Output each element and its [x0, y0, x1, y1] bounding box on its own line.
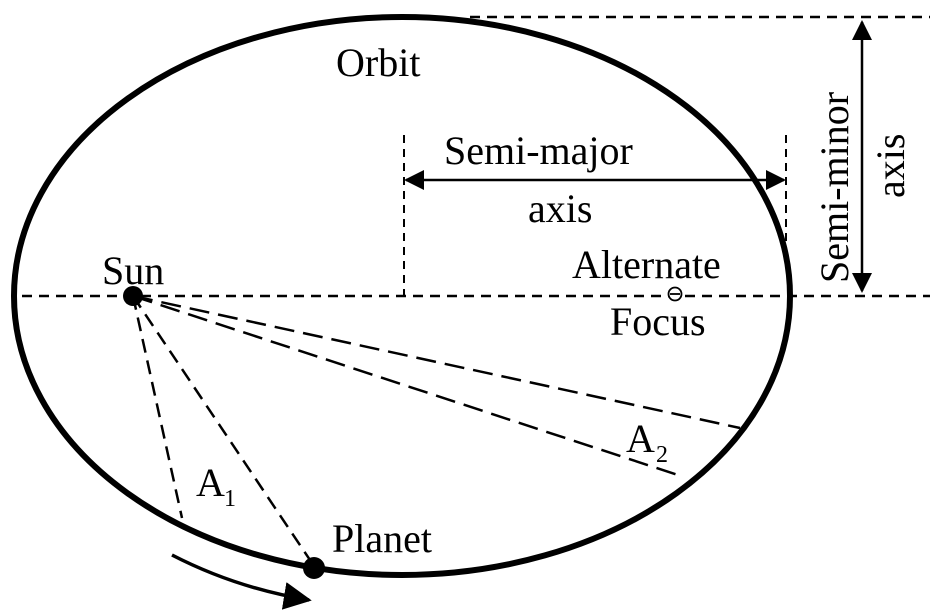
- alternate-focus-label-line1: Alternate: [572, 242, 721, 287]
- sun-label: Sun: [102, 248, 164, 293]
- sweep-line-a2-upper: [132, 294, 741, 430]
- motion-direction-arrow: [171, 553, 312, 610]
- semi-minor-label-line2: axis: [868, 134, 913, 198]
- planet-dot: [303, 557, 325, 579]
- area-a2-subscript: 2: [656, 442, 668, 468]
- area-a2-letter: A: [626, 416, 655, 461]
- sweep-line-a1-right: [131, 295, 316, 567]
- semi-major-label-line1: Semi-major: [444, 128, 633, 173]
- alternate-focus-symbol: [667, 286, 683, 302]
- sun-dot: [123, 286, 143, 306]
- alternate-focus-label-line2: Focus: [610, 299, 706, 344]
- area-a1-subscript: 1: [224, 486, 236, 512]
- semi-major-label-line2: axis: [528, 186, 592, 231]
- semi-minor-label-line1: Semi-minor: [812, 92, 857, 283]
- area-a1-label: A 1: [196, 460, 236, 512]
- planet-label: Planet: [332, 516, 432, 561]
- area-a1-letter: A: [196, 460, 225, 505]
- area-a2-label: A 2: [626, 416, 668, 468]
- orbit-label: Orbit: [336, 40, 420, 85]
- sweep-line-a2-lower: [132, 294, 685, 479]
- sweep-line-a1-left: [131, 295, 184, 519]
